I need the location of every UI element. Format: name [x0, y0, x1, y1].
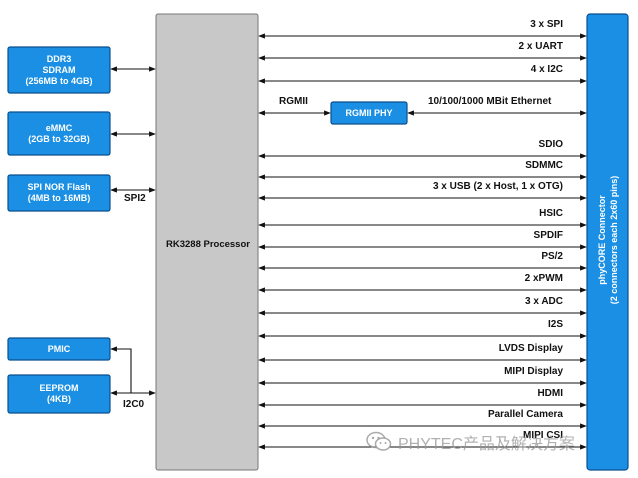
spi-nor-label-line2: (4MB to 16MB): [27, 193, 91, 203]
i2c0-bus-pmic: [110, 346, 155, 394]
interface-lines: [258, 33, 587, 450]
rgmii-phy-text: RGMII PHY: [345, 107, 393, 118]
emmc-label-line2: (2GB to 32GB): [28, 133, 90, 144]
wechat-icon: [366, 431, 392, 453]
emmc-box: [7, 111, 111, 156]
watermark-text: PHYTEC产品及解决方案: [398, 436, 575, 453]
interface-label: 3 x USB (2 x Host, 1 x OTG): [432, 181, 563, 192]
connector-label: phyCORE Connector (2 connectors each 2x6…: [596, 176, 620, 305]
rgmii-phy-box: [330, 101, 408, 125]
spi-nor-box: [7, 174, 111, 212]
interface-label: PS/2: [541, 251, 563, 262]
ddr3-box: [7, 46, 111, 94]
eeprom-label-line1: EEPROM: [39, 383, 79, 393]
interface-label: 4 x I2C: [530, 64, 563, 75]
spi2-label: SPI2: [124, 193, 146, 204]
ddr3-label-line3: (256MB to 4GB): [25, 75, 93, 86]
interface-label: SDIO: [538, 139, 563, 150]
eeprom-label: EEPROM (4KB): [8, 375, 110, 413]
interface-label: I2S: [547, 319, 563, 330]
interface-label: 2 x UART: [518, 41, 563, 52]
eeprom-box: [7, 374, 111, 414]
rgmii-phy-label: RGMII PHY: [331, 102, 407, 124]
interface-label: SDMMC: [525, 160, 563, 171]
i2c0-label: I2C0: [123, 399, 145, 410]
interface-label: 3 x ADC: [525, 296, 563, 307]
ddr3-label-line2: SDRAM: [42, 64, 76, 75]
processor-box: [155, 13, 259, 471]
interface-label: SPDIF: [533, 230, 563, 241]
interface-label: 3 x SPI: [530, 19, 563, 30]
pmic-box: [7, 337, 111, 361]
eeprom-label-line2: (4KB): [47, 394, 71, 404]
connector-box: [586, 13, 629, 471]
interface-label: HDMI: [537, 388, 563, 399]
emmc-label: eMMC (2GB to 32GB): [8, 112, 110, 155]
interface-label: HSIC: [539, 208, 563, 219]
ethernet-label: 10/100/1000 MBit Ethernet: [428, 96, 552, 107]
interface-label: MIPI CSI: [522, 430, 563, 441]
spi-nor-label-line1: SPI NOR Flash: [27, 182, 91, 192]
watermark: PHYTEC产品及解决方案: [366, 430, 575, 454]
pmic-label: PMIC: [8, 338, 110, 360]
rgmii-label: RGMII: [279, 96, 308, 107]
ddr3-label: DDR3 SDRAM (256MB to 4GB): [8, 47, 110, 93]
interface-label: LVDS Display: [498, 343, 563, 354]
interface-label: 2 xPWM: [524, 273, 563, 284]
connector-label-line1: phyCORE Connector: [597, 195, 607, 285]
ddr3-label-line1: DDR3: [46, 53, 72, 64]
processor-label: RK3288 Processor: [166, 239, 250, 250]
pmic-label-line1: PMIC: [47, 343, 71, 354]
interface-label: MIPI Display: [504, 366, 563, 377]
spi-nor-label: SPI NOR Flash (4MB to 16MB): [8, 175, 110, 211]
interface-label: Parallel Camera: [487, 409, 563, 420]
connector-label-line2: (2 connectors each 2x60 pins): [609, 175, 619, 305]
emmc-label-line1: eMMC: [45, 122, 73, 133]
